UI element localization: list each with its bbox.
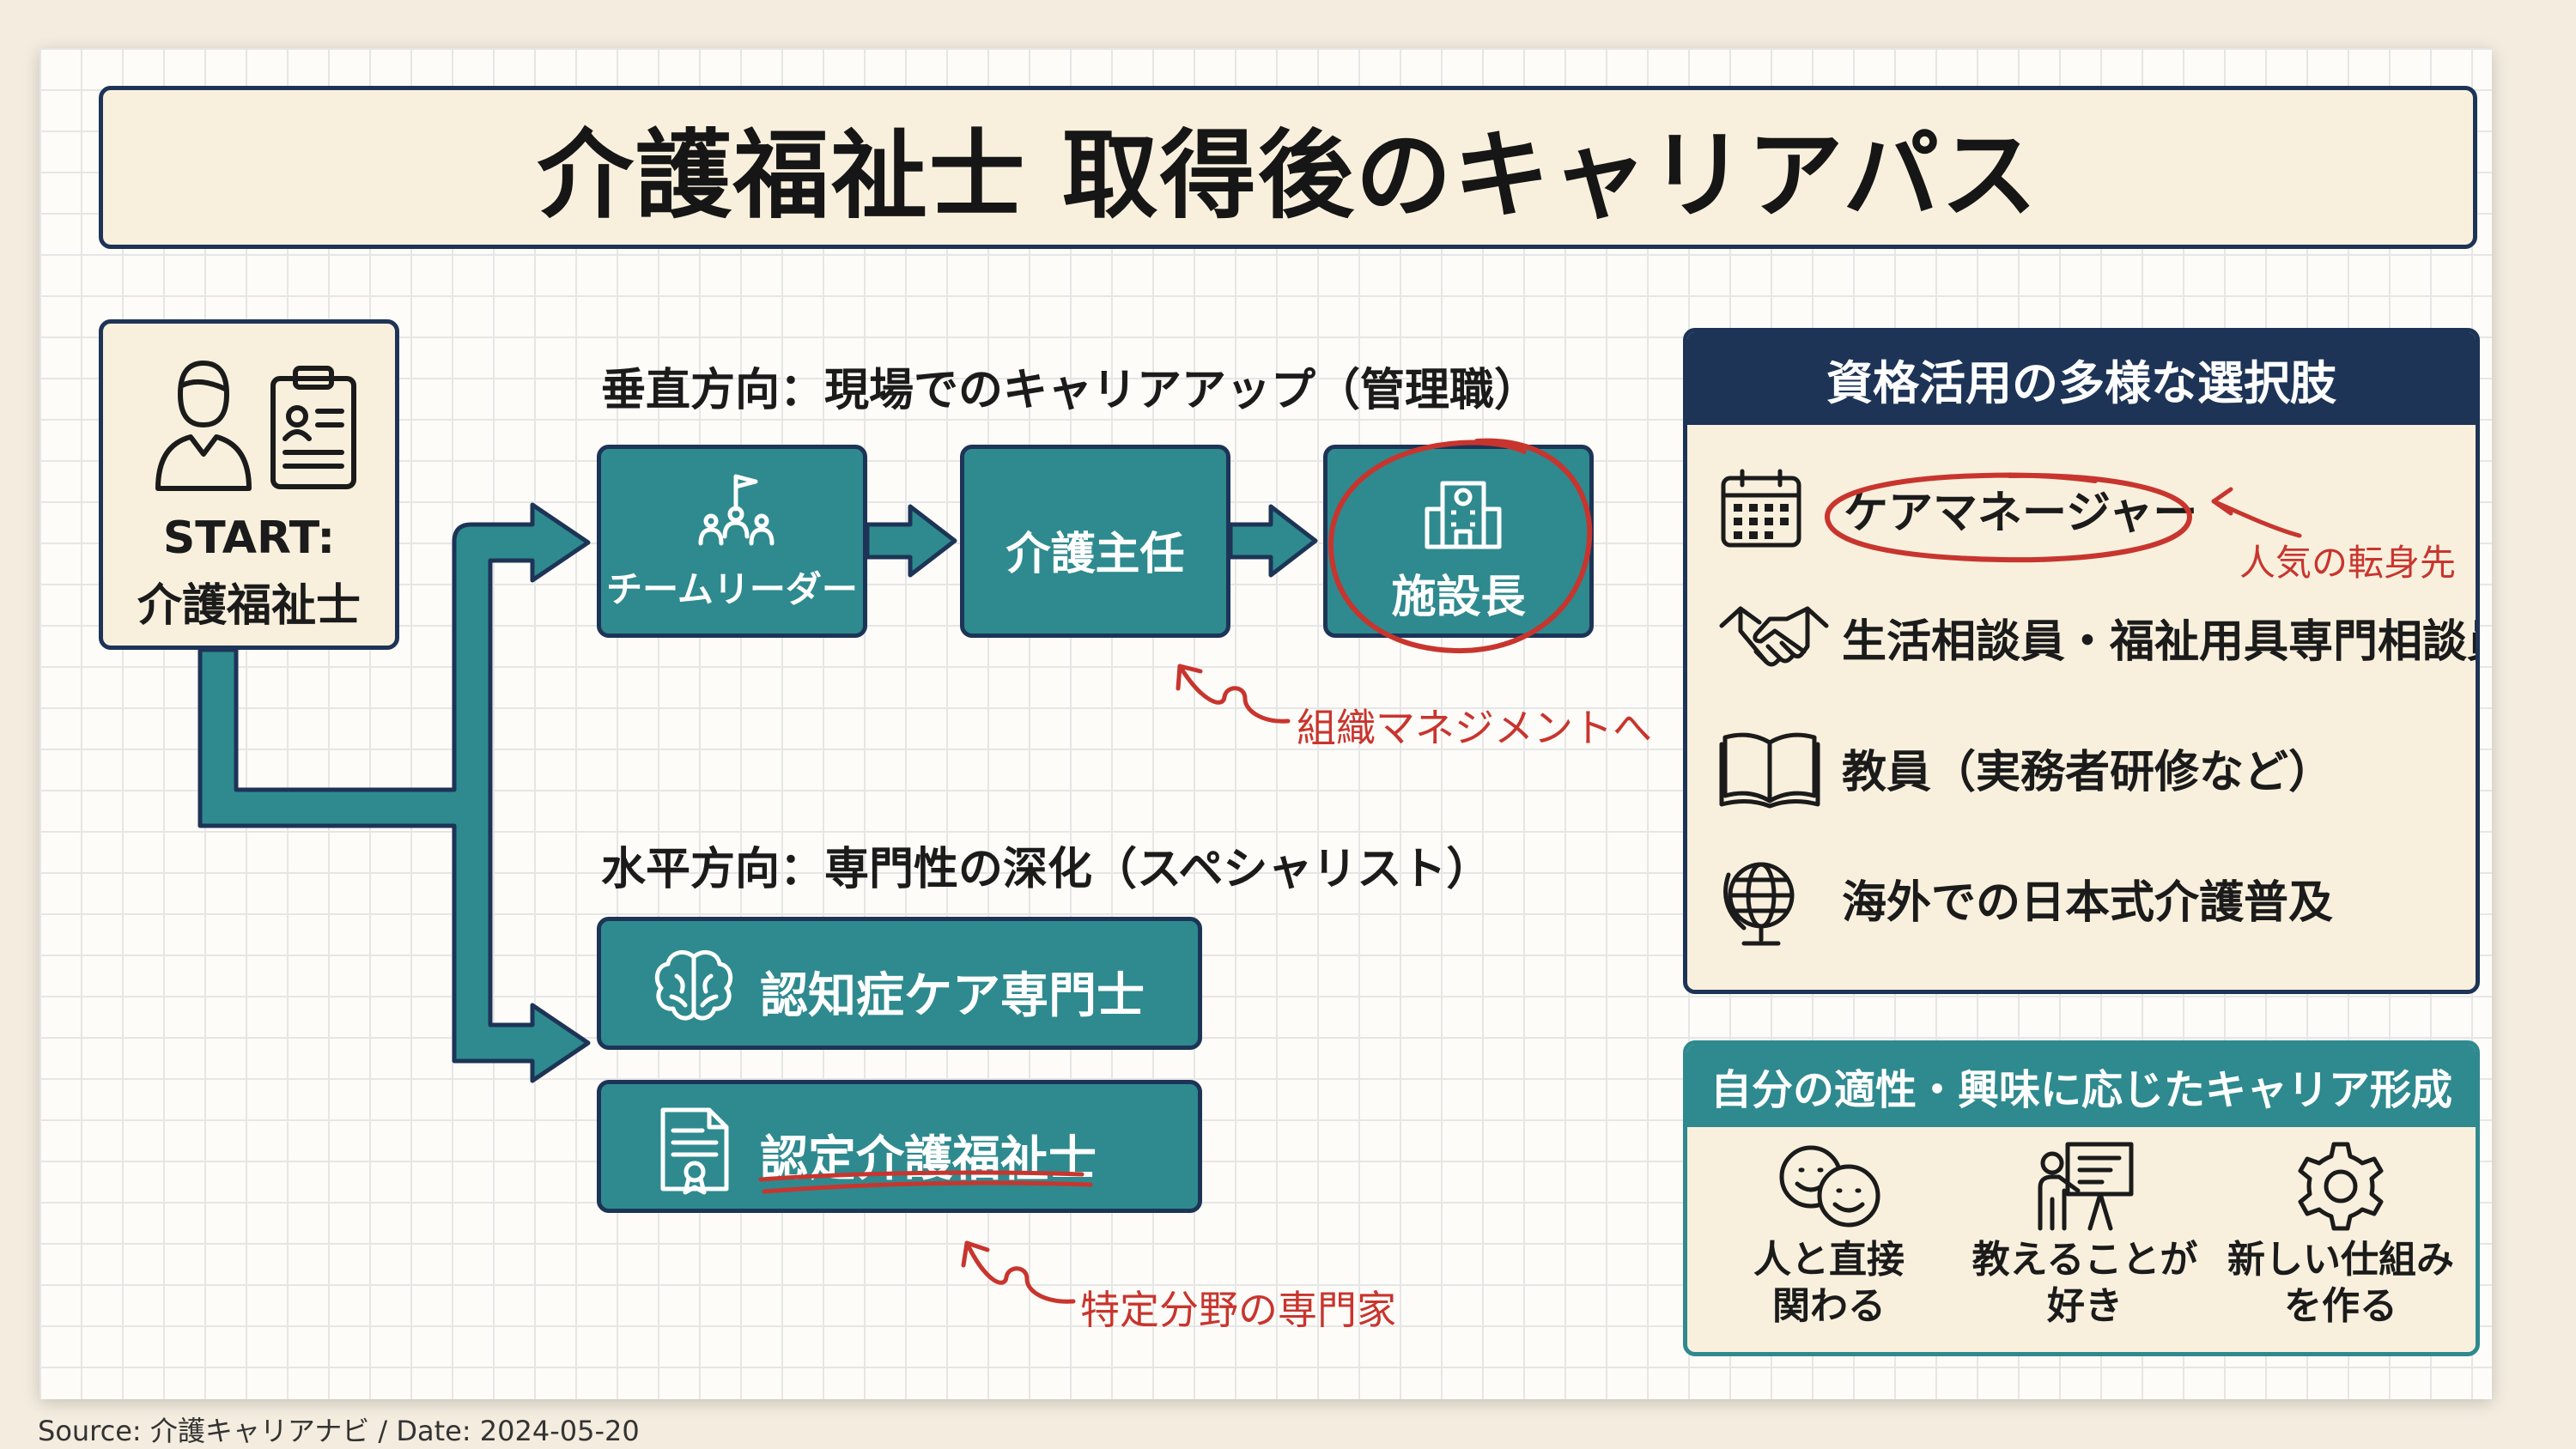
option-item: 教員（実務者研修など）: [1687, 720, 2476, 809]
globe-icon: [1723, 862, 1795, 946]
building-icon: [1425, 481, 1502, 549]
step-chief-caregiver: 介護主任: [960, 445, 1230, 638]
aptitude-line2: 好き: [2047, 1284, 2123, 1328]
start-qualification: 介護福祉士: [137, 580, 361, 632]
horizontal-heading: 水平方向：専門性の深化（スペシャリスト）: [601, 844, 1492, 895]
option-label: 海外での日本式介護普及: [1842, 877, 2334, 929]
specialist-dementia-care: 認知症ケア専門士: [597, 917, 1202, 1050]
teacher-icon: [2038, 1142, 2134, 1231]
options-heading: 資格活用の多様な選択肢: [1687, 332, 2476, 425]
options-panel: 資格活用の多様な選択肢 ケアマネージャー 生活相談員・福祉用具専門相談員: [1683, 328, 2480, 994]
certificate-icon: [660, 1107, 729, 1195]
step-team-leader: チームリーダー: [597, 445, 867, 638]
aptitude-panel: 自分の適性・興味に応じたキャリア形成 人と直接 関わる 教えることが: [1683, 1040, 2480, 1356]
option-label: 生活相談員・福祉用具専門相談員: [1842, 616, 2480, 668]
specialist-label: 認知症ケア専門士: [760, 968, 1145, 1024]
option-item: 生活相談員・福祉用具専門相談員: [1687, 590, 2476, 676]
clipboard-icon: [270, 366, 356, 489]
smiling-faces-icon: [1779, 1145, 1880, 1228]
title-banner: 介護福祉士 取得後のキャリアパス: [99, 86, 2477, 249]
caregiver-person-icon: [155, 361, 252, 491]
step-label: 介護主任: [1005, 529, 1185, 580]
option-label: ケアマネージャー: [1844, 488, 2198, 539]
red-arrow-org: [1176, 664, 1291, 724]
step-label: チームリーダー: [606, 568, 858, 610]
aptitude-line2: を作る: [2284, 1284, 2397, 1328]
aptitude-item: 教えることが 好き: [1960, 1139, 2209, 1330]
source-caption: Source: 介護キャリアナビ / Date: 2024-05-20: [38, 1415, 640, 1447]
aptitude-line1: 新しい仕組み: [2227, 1238, 2454, 1282]
aptitude-line1: 人と直接: [1753, 1238, 1905, 1282]
start-box: START: 介護福祉士: [99, 319, 399, 650]
step-label: 施設長: [1391, 572, 1526, 623]
calendar-icon: [1721, 469, 1801, 548]
option-item: 海外での日本式介護普及: [1687, 851, 2476, 946]
org-management-note: 組織マネジメントへ: [1297, 705, 1652, 751]
aptitude-heading: 自分の適性・興味に応じたキャリア形成: [1687, 1045, 2476, 1127]
popular-career-note: 人気の転身先: [2239, 542, 2457, 584]
team-flag-icon: [698, 474, 775, 546]
red-oval-highlight: [1824, 472, 2193, 563]
option-item: ケアマネージャー: [1687, 461, 2476, 548]
brain-icon: [654, 949, 733, 1021]
vertical-heading: 垂直方向：現場でのキャリアアップ（管理職）: [601, 365, 1540, 416]
aptitude-item: 新しい仕組み を作る: [2216, 1139, 2465, 1330]
red-underline: [758, 1170, 1093, 1194]
option-label: 教員（実務者研修など）: [1842, 747, 2334, 798]
aptitude-line1: 教えることが: [1971, 1238, 2198, 1282]
book-icon: [1719, 732, 1820, 809]
step-facility-director: 施設長: [1323, 445, 1594, 638]
red-arrow-popular: [2211, 487, 2302, 538]
field-specialist-note: 特定分野の専門家: [1080, 1287, 1396, 1333]
aptitude-line2: 関わる: [1772, 1284, 1886, 1328]
red-arrow-specialist: [961, 1240, 1076, 1304]
page-title: 介護福祉士 取得後のキャリアパス: [537, 120, 2039, 232]
handshake-icon: [1719, 606, 1829, 667]
start-label: START:: [162, 512, 336, 564]
red-circle-highlight: [1327, 438, 1593, 654]
specialist-certified-caregiver: 認定介護福祉士: [597, 1080, 1202, 1213]
aptitude-item: 人と直接 関わる: [1704, 1139, 1953, 1330]
gear-icon: [2298, 1142, 2384, 1231]
